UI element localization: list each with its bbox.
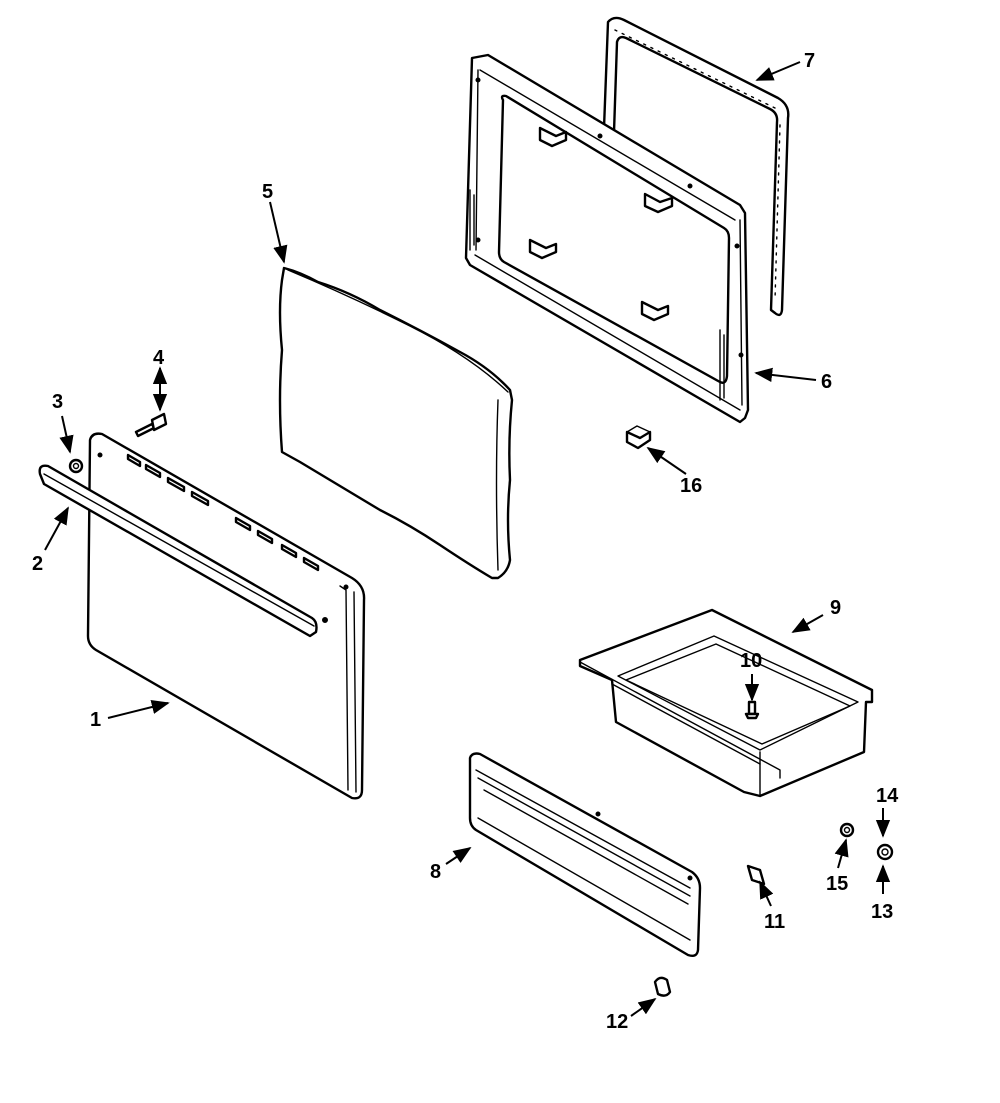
leader-arrow-15 <box>834 838 849 869</box>
nut-part-15 <box>839 822 855 838</box>
part-label-10: 10 <box>740 650 762 672</box>
part-number-labels: 1 2 3 4 5 6 7 8 9 10 11 12 13 14 15 16 <box>32 50 899 1033</box>
leader-arrow-2 <box>44 506 69 551</box>
part-label-11: 11 <box>764 911 785 933</box>
part-label-12: 12 <box>606 1011 628 1033</box>
leader-arrow-5 <box>269 201 288 264</box>
part-label-15: 15 <box>826 873 848 895</box>
part-label-2: 2 <box>32 553 43 575</box>
part-label-16: 16 <box>680 475 702 497</box>
insulation-part-5 <box>278 266 514 580</box>
part-label-6: 6 <box>821 371 832 393</box>
bracket-part-11 <box>746 864 766 886</box>
leader-arrow-9 <box>791 614 824 633</box>
leader-arrows <box>44 61 891 1017</box>
leader-arrow-16 <box>646 446 687 475</box>
inner-door-panel-part-6 <box>464 53 750 424</box>
leader-arrow-12 <box>630 997 657 1017</box>
leader-arrow-1 <box>107 699 170 719</box>
leader-arrow-3 <box>59 415 74 454</box>
leader-arrow-11 <box>759 880 774 907</box>
part-label-13: 13 <box>871 901 893 923</box>
leader-arrow-8 <box>445 847 472 865</box>
clip-part-16 <box>625 425 652 450</box>
drawer-pan-part-9 <box>578 608 874 798</box>
roller-part-13-14 <box>876 843 894 861</box>
part-label-7: 7 <box>804 50 815 72</box>
handle-part-2 <box>38 464 318 638</box>
part-label-1: 1 <box>90 709 101 731</box>
screw-part-4 <box>134 412 168 438</box>
drawer-front-part-8 <box>468 752 702 958</box>
nut-part-3 <box>68 458 84 474</box>
door-gasket-part-7 <box>602 16 790 317</box>
screw-part-10 <box>744 700 760 720</box>
part-label-3: 3 <box>52 391 63 413</box>
part-label-8: 8 <box>430 861 441 883</box>
bumper-part-12 <box>653 976 672 997</box>
part-label-4: 4 <box>153 347 165 369</box>
part-label-14: 14 <box>876 785 899 807</box>
part-label-9: 9 <box>830 597 841 619</box>
leader-arrow-6 <box>754 367 817 383</box>
leader-arrow-7 <box>755 61 801 81</box>
part-label-5: 5 <box>262 181 273 203</box>
outer-door-part-1 <box>86 432 366 800</box>
